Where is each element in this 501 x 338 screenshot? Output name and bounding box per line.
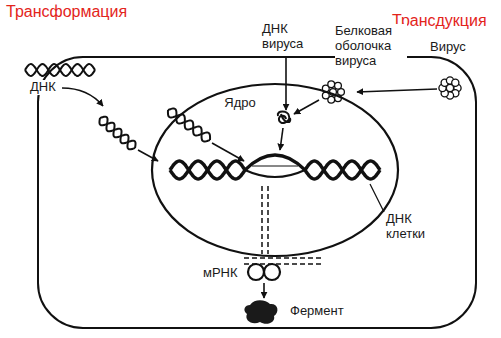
dna-helix xyxy=(168,110,210,142)
arrow xyxy=(280,128,283,150)
dna-helix xyxy=(305,161,380,179)
arrow xyxy=(357,89,437,92)
arrow xyxy=(62,88,103,106)
node-label: Ядро xyxy=(200,96,280,111)
dna-helix xyxy=(99,118,135,149)
part-label: мРНК xyxy=(203,266,238,281)
mrna-strand xyxy=(244,257,322,259)
dna-bubble xyxy=(245,155,305,170)
ribosome xyxy=(248,264,264,280)
dna-helix xyxy=(168,108,210,140)
part-label: Фермент xyxy=(290,304,344,319)
protein-coat xyxy=(335,82,342,89)
part-label: Вирус xyxy=(430,40,466,55)
nucleus-outline xyxy=(150,82,400,258)
dna-helix xyxy=(25,64,95,76)
leader-line xyxy=(370,184,384,212)
viral-dna xyxy=(278,112,291,123)
mrna-strand xyxy=(261,186,263,254)
nucleus-membrane xyxy=(152,84,398,256)
dna-helix xyxy=(305,161,380,179)
dna-helix xyxy=(100,117,136,148)
arrow xyxy=(294,100,319,114)
dna-helix xyxy=(170,161,245,179)
dna-bubble xyxy=(252,166,298,167)
dna-bubble xyxy=(245,170,305,177)
cell-membrane xyxy=(38,57,476,328)
nucleus: Ядро xyxy=(150,82,400,258)
arrow xyxy=(285,56,287,110)
part-label: Белковая оболочка вируса xyxy=(335,24,407,69)
enzyme xyxy=(244,300,277,323)
arrow xyxy=(263,283,265,298)
part-label: ДНК клетки xyxy=(386,212,442,242)
virus-particle xyxy=(452,79,459,86)
ribosome xyxy=(264,264,280,280)
protein-coat xyxy=(328,81,335,88)
mrna-strand xyxy=(267,186,269,254)
arrow xyxy=(212,143,244,161)
dna-helix xyxy=(25,64,95,76)
dna-helix xyxy=(170,161,245,179)
part-label: ДНК вируса xyxy=(262,22,316,52)
section-heading: Трансформация xyxy=(6,3,127,21)
part-label: ДНК xyxy=(30,80,56,95)
